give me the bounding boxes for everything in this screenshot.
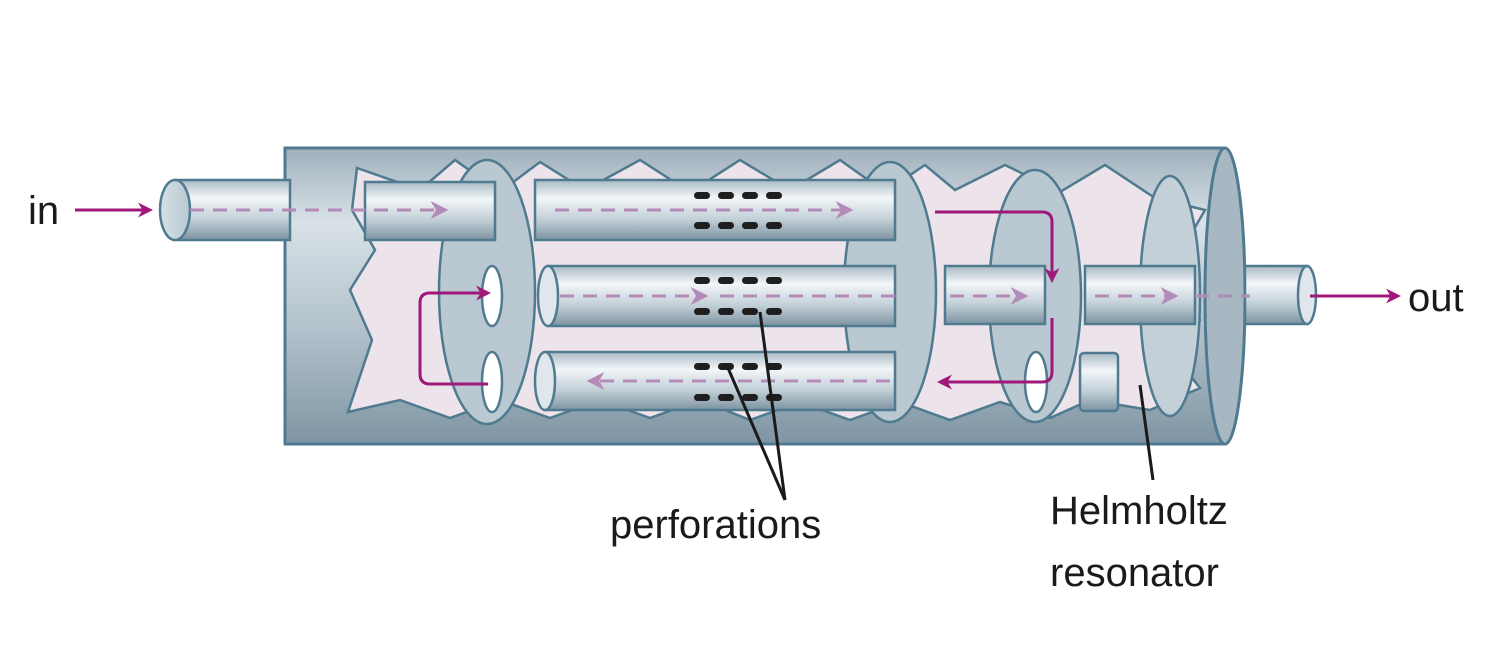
perforations-group [694,192,782,401]
external-flow [75,202,1401,390]
resonator-label-line1: Helmholtz [1050,489,1228,533]
baffle-hole [480,350,504,414]
leader-lines [726,311,1155,501]
internal-flow [190,201,1250,390]
hole-icon [694,192,782,401]
outlet-pipe [1083,264,1318,326]
outlet-label: out [1408,276,1464,320]
helmholtz-neck [1078,351,1120,413]
perforations-label: perforations [610,503,821,547]
inlet-label: in [28,189,59,233]
return-arrow-icon [418,285,491,386]
chamber-arrow-icon [935,210,1060,283]
resonator-label-line2: resonator [1050,551,1219,595]
chamber-return-arrow-icon [937,318,1054,390]
baffle-hole [480,264,504,328]
leader-line [1138,384,1155,481]
leader-line [726,367,787,501]
leader-line [758,311,787,501]
